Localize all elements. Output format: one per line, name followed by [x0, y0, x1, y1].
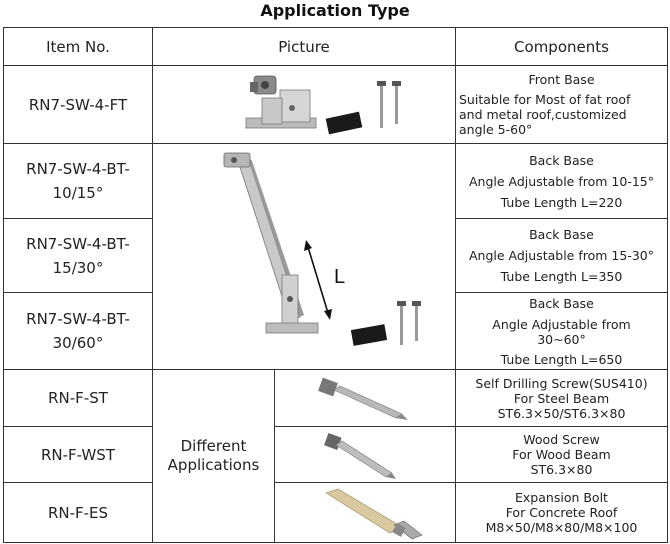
header-row: Item No. Picture Components [3, 27, 668, 66]
component-line: Angle Adjustable from [492, 316, 631, 332]
rubber-pad-image [325, 111, 363, 134]
table-row: RN-F-ES Expansion Bolt For Concrete Roof… [3, 482, 668, 543]
header-picture: Picture [152, 27, 456, 66]
back-base-tube-image [223, 152, 319, 333]
components-cell: Back Base Angle Adjustable from 10-15° T… [455, 143, 668, 219]
component-line: Tube Length L=650 [500, 351, 623, 367]
component-line: Back Base [529, 295, 594, 311]
item-no: RN-F-ST [48, 389, 108, 407]
application-type-table: Item No. Picture Components RN7-SW-4-FT [3, 27, 668, 543]
screws-image [377, 80, 401, 128]
self-drilling-screw-image [318, 377, 408, 420]
component-line: Tube Length L=350 [500, 269, 623, 284]
component-line: For Concrete Roof [505, 505, 618, 520]
item-no: RN7-SW-4-FT [28, 95, 128, 114]
front-base-bracket-image [245, 75, 317, 128]
applications-cell: Different Applications [152, 369, 275, 543]
table-row: RN7-SW-4-FT [3, 65, 668, 144]
back-base-picture: L [223, 152, 421, 346]
screws-image [397, 300, 421, 345]
item-no-line: 10/15° [52, 184, 104, 202]
page-title: Application Type [260, 1, 410, 20]
applications-line: Different [180, 437, 247, 455]
item-no: RN-F-ES [47, 503, 109, 522]
components-cell: Wood Screw For Wood Beam ST6.3×80 [455, 426, 668, 483]
header-components: Components [455, 27, 668, 66]
component-name: Front Base [528, 72, 595, 87]
applications-line: Applications [167, 456, 260, 474]
picture-cell [274, 426, 456, 483]
length-label: L [334, 266, 345, 288]
component-line: Back Base [529, 152, 594, 168]
item-no-line: 15/30° [52, 258, 104, 277]
component-line: Back Base [529, 227, 594, 242]
picture-cell [152, 65, 456, 144]
item-no-cell: RN7-SW-4-FT [3, 65, 153, 144]
item-no-line: RN7-SW-4-BT- [26, 160, 130, 178]
component-line: ST6.3×80 [530, 462, 593, 477]
item-no-cell: RN7-SW-4-BT- 15/30° [3, 218, 153, 293]
back-base-picture-cell: L [152, 143, 456, 370]
rubber-pad-image [350, 323, 388, 346]
header-item-no: Item No. [3, 27, 153, 66]
component-line: Expansion Bolt [515, 490, 608, 505]
components-cell: Self Drilling Screw(SUS410) For Steel Be… [455, 369, 668, 427]
front-base-picture [245, 75, 401, 134]
component-line: Wood Screw [523, 432, 600, 447]
table-row: RN7-SW-4-BT- 10/15° L [3, 143, 668, 370]
component-line: For Wood Beam [512, 447, 611, 462]
component-line: M8×50/M8×80/M8×100 [485, 520, 638, 535]
component-line: ST6.3×50/ST6.3×80 [497, 405, 626, 421]
picture-cell [274, 482, 456, 543]
table-row: RN-F-ST Different Applications Self Dril… [3, 369, 668, 543]
components-cell: Back Base Angle Adjustable from 30~60° T… [455, 292, 668, 370]
components-cell: Front Base Suitable for Most of fat roof… [455, 65, 668, 144]
table-row: RN-F-WST Wood Screw For Wood Beam ST6.3×… [3, 426, 668, 483]
component-desc-line: angle 5-60° [459, 122, 533, 137]
components-cell: Back Base Angle Adjustable from 15-30° T… [455, 218, 668, 293]
component-line: Angle Adjustable from 10-15° [469, 173, 654, 189]
expansion-bolt-image [325, 488, 423, 539]
component-line: Angle Adjustable from 15-30° [469, 248, 654, 263]
component-line: For Steel Beam [513, 390, 610, 406]
item-no-line: RN7-SW-4-BT- [26, 234, 130, 253]
length-arrow-icon [304, 239, 332, 320]
table-row: RN7-SW-4-BT- 15/30° Back Base Angle Adju… [3, 218, 668, 293]
component-line: Self Drilling Screw(SUS410) [475, 375, 648, 391]
component-line: 30~60° [537, 331, 586, 347]
item-no: RN-F-WST [40, 445, 115, 464]
wood-screw-image [324, 432, 396, 479]
item-no-cell: RN7-SW-4-BT- 10/15° [3, 143, 153, 219]
item-no-line: RN7-SW-4-BT- [26, 310, 130, 328]
item-no-cell: RN-F-ST [3, 369, 153, 427]
table-row: RN7-SW-4-BT- 30/60° Back Base Angle Adju… [3, 292, 668, 370]
item-no-cell: RN-F-ES [3, 482, 153, 543]
components-cell: Expansion Bolt For Concrete Roof M8×50/M… [455, 482, 668, 543]
component-desc-line: Suitable for Most of fat roof [459, 92, 631, 107]
picture-cell [274, 369, 456, 427]
component-line: Tube Length L=220 [500, 194, 623, 210]
item-no-cell: RN-F-WST [3, 426, 153, 483]
item-no-cell: RN7-SW-4-BT- 30/60° [3, 292, 153, 370]
component-desc-line: and metal roof,customized [459, 107, 627, 122]
item-no-line: 30/60° [52, 334, 104, 352]
